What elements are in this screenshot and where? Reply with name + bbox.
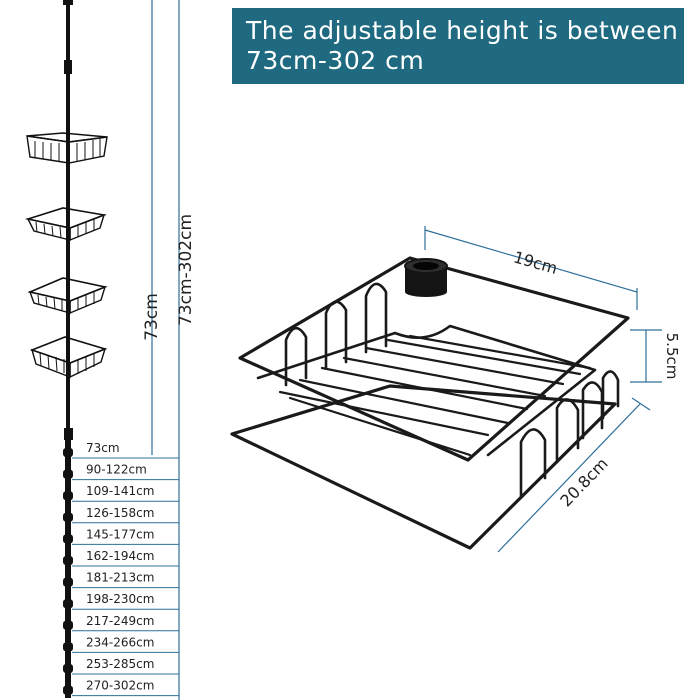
height-step-label: 217-249cm [86, 614, 154, 628]
height-step-label: 234-266cm [86, 635, 154, 649]
basket-height-label: 5.5cm [663, 333, 681, 380]
pole-joint [63, 577, 73, 587]
height-step-label: 90-122cm [86, 463, 147, 477]
height-step-label: 126-158cm [86, 506, 154, 520]
pole-joint [63, 512, 73, 522]
pole-basket-2 [24, 207, 108, 242]
pole-basket-4 [29, 336, 108, 379]
height-step-table: 73cm 90-122cm 109-141cm 126-158cm 145-177cm 1… [72, 441, 179, 697]
height-banner: The adjustable height is between 73cm-30… [232, 8, 684, 84]
shower-caddy-pole [63, 0, 73, 698]
pole-joint [63, 599, 73, 609]
pole-joint [63, 664, 73, 673]
pole-joint [63, 685, 73, 695]
pole-joint [63, 469, 73, 479]
pole-joint [63, 556, 73, 565]
height-step-label: 145-177cm [86, 527, 154, 541]
pole-basket-3 [27, 277, 108, 315]
height-step-label: 181-213cm [86, 571, 154, 585]
basket-dimension-lines [424, 226, 662, 553]
pole-basket-1 [26, 132, 108, 164]
height-dimension-guides [151, 0, 180, 700]
pole-clamp-cylinder [404, 258, 448, 297]
pole-joint [63, 448, 73, 457]
banner-text: The adjustable height is between 73cm-30… [246, 16, 679, 76]
height-range-label: 73cm-302cm [176, 214, 196, 326]
basket-detail [230, 256, 630, 550]
height-step-label: 253-285cm [86, 657, 154, 671]
pole-joint [63, 534, 73, 544]
height-step-label: 73cm [86, 441, 120, 455]
height-step-label: 270-302cm [86, 679, 154, 693]
height-step-label: 162-194cm [86, 549, 154, 563]
height-step-label: 109-141cm [86, 484, 154, 498]
basket-width-label: 19cm [511, 247, 559, 278]
banner-line-1: The adjustable height is between [246, 16, 679, 45]
pole-joint [63, 491, 73, 501]
height-step-label: 198-230cm [86, 592, 154, 606]
banner-line-2: 73cm-302 cm [246, 46, 425, 75]
base-height-label: 73cm [142, 293, 162, 341]
pole-joint [63, 620, 73, 630]
pole-segment-joints [63, 448, 73, 695]
pole-joint [63, 642, 73, 652]
